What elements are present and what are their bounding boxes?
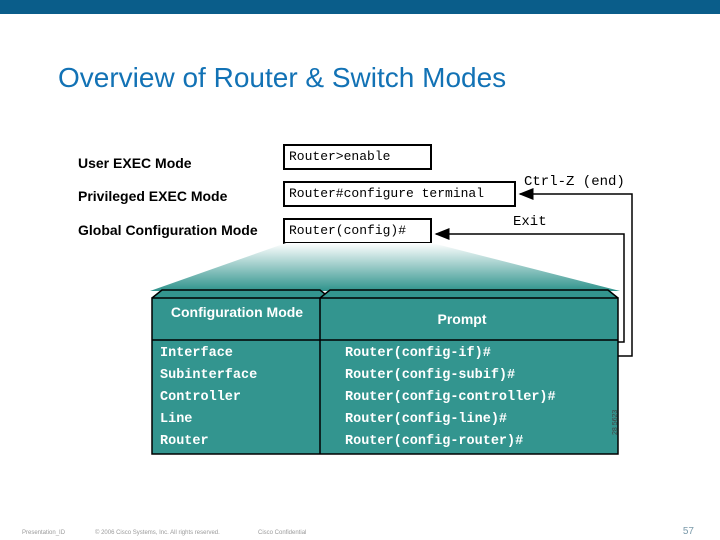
footer-confidential: Cisco Confidential xyxy=(258,530,307,536)
table-row-prompt: Router(config-if)# xyxy=(345,346,491,361)
privileged-exec-mode-label: Privileged EXEC Mode xyxy=(78,188,228,204)
page-number: 57 xyxy=(682,526,694,537)
table-row-mode: Controller xyxy=(160,390,242,405)
top-bar xyxy=(0,0,720,14)
slide-title: Overview of Router & Switch Modes xyxy=(58,62,507,93)
config-mode-header: Configuration Mode xyxy=(170,304,304,320)
table-row-prompt: Router(config-line)# xyxy=(345,412,508,427)
figure-id: 28 5623 xyxy=(612,409,619,435)
global-config-mode-label: Global Configuration Mode xyxy=(78,222,258,238)
expansion-fan xyxy=(150,243,620,291)
config-mode-table-frame xyxy=(151,289,619,455)
table-row-mode: Subinterface xyxy=(160,368,258,383)
user-exec-mode-label: User EXEC Mode xyxy=(78,155,192,171)
exit-label: Exit xyxy=(513,214,547,230)
global-config-prompt-box: Router(config)# xyxy=(283,218,432,244)
table-row-prompt: Router(config-subif)# xyxy=(345,368,516,383)
ctrl-z-label: Ctrl-Z (end) xyxy=(524,174,625,190)
table-row-mode: Interface xyxy=(160,346,233,361)
footer-presentation-id: Presentation_ID xyxy=(22,530,66,536)
table-row-mode: Line xyxy=(160,412,193,427)
privileged-exec-prompt-box: Router#configure terminal xyxy=(283,181,516,207)
footer-copyright: © 2006 Cisco Systems, Inc. All rights re… xyxy=(95,530,220,536)
table-row-mode: Router xyxy=(160,434,209,449)
ctrl-z-arrow xyxy=(518,188,633,357)
prompt-header: Prompt xyxy=(437,311,487,327)
table-row-prompt: Router(config-router)# xyxy=(345,434,524,449)
table-row-prompt: Router(config-controller)# xyxy=(345,390,556,405)
user-exec-prompt-box: Router>enable xyxy=(283,144,432,170)
